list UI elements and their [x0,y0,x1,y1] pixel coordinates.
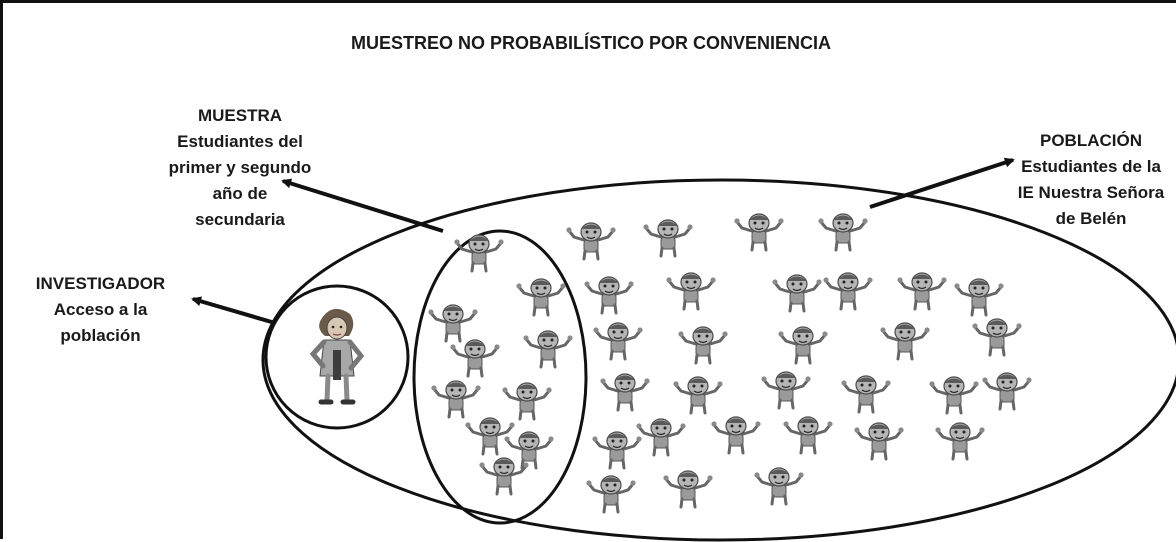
muestra-heading: MUESTRA [197,106,283,125]
student-figure-icon [426,303,480,343]
student-figure-icon [448,338,502,378]
student-figure-icon [980,371,1034,411]
student-figure-icon [634,417,688,457]
student-figure-icon [970,317,1024,357]
student-figure-icon [641,218,695,258]
student-figure-icon [500,381,554,421]
muestra-line-4: secundaria [195,210,285,229]
student-figure-icon [598,372,652,412]
population-students [564,212,1034,514]
student-figure-icon [664,271,718,311]
student-figure-icon [429,379,483,419]
student-figure-icon [584,474,638,514]
student-figure-icon [521,329,575,369]
student-figure-icon [770,273,824,313]
poblacion-line-2: IE Nuestra Señora [1017,183,1165,202]
student-figure-icon [821,271,875,311]
student-figure-icon [514,277,568,317]
investigador-label: INVESTIGADOR Acceso a la población [13,271,188,349]
poblacion-heading: POBLACIÓN [1040,131,1142,150]
student-figure-icon [564,221,618,261]
researcher-circle [264,284,410,430]
arrow-to-investigador [191,296,276,325]
student-figure-icon [590,430,644,470]
student-figure-icon [933,421,987,461]
muestra-label: MUESTRA Estudiantes del primer y segundo… [155,103,325,233]
poblacion-label: POBLACIÓN Estudiantes de la IE Nuestra S… [1003,128,1176,232]
student-figure-icon [752,466,806,506]
investigador-line-2: población [60,326,141,345]
sample-students [426,233,575,496]
student-figure-icon [709,415,763,455]
muestra-line-1: Estudiantes del [177,132,303,151]
student-figure-icon [852,421,906,461]
student-figure-icon [452,233,506,273]
student-figure-icon [676,325,730,365]
sampling-diagram [191,157,1176,542]
population-ellipse [261,178,1176,542]
student-figure-icon [781,415,835,455]
student-figure-icon [952,277,1006,317]
student-figure-icon [816,212,870,252]
arrow-to-poblacion [869,157,1015,209]
student-figure-icon [582,275,636,315]
student-figure-icon [759,370,813,410]
sample-ellipse [412,229,588,525]
student-figure-icon [732,212,786,252]
student-figure-icon [895,271,949,311]
researcher-figure-icon [309,308,365,405]
investigador-heading: INVESTIGADOR [35,274,166,293]
muestra-line-3: año de [212,184,268,203]
investigador-line-1: Acceso a la [53,300,148,319]
arrow-to-muestra [281,178,444,233]
student-figure-icon [671,375,725,415]
student-figure-icon [591,321,645,361]
student-figure-icon [839,374,893,414]
student-figure-icon [776,325,830,365]
student-figure-icon [463,416,517,456]
poblacion-line-3: de Belén [1055,209,1127,228]
student-figure-icon [661,469,715,509]
student-figure-icon [878,321,932,361]
diagram-title: MUESTREO NO PROBABILÍSTICO POR CONVENIEN… [350,33,832,53]
student-figure-icon [927,375,981,415]
poblacion-line-1: Estudiantes de la [1021,157,1161,176]
muestra-line-2: primer y segundo [168,158,312,177]
